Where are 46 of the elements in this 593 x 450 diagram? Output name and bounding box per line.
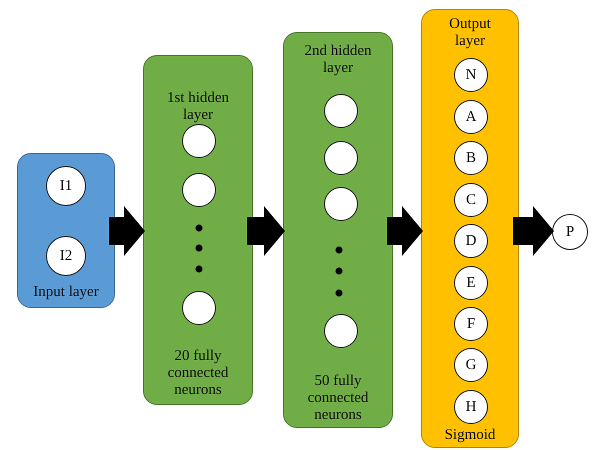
- layer-caption: 50 fully connected neurons: [306, 373, 370, 424]
- neuron-circle: [454, 266, 488, 300]
- layer-title: 2nd hidden layer: [303, 43, 373, 77]
- neuron-circle: [454, 141, 488, 175]
- neuron-label: N: [466, 66, 476, 84]
- neuron-circle: [454, 100, 488, 134]
- layer-panel: [17, 153, 115, 308]
- neuron-label: H: [466, 398, 476, 416]
- layer-panel: [143, 55, 253, 405]
- block-arrow: [387, 206, 423, 256]
- neuron-label: G: [466, 356, 476, 374]
- block-arrow: [513, 206, 554, 256]
- block-arrow: [109, 206, 145, 256]
- layer-caption: 20 fully connected neurons: [166, 348, 230, 399]
- neuron-circle: [324, 187, 358, 221]
- layer-title: Input layer: [32, 284, 100, 301]
- neuron-circle: [454, 183, 488, 217]
- layer-title: 1st hidden layer: [166, 90, 230, 124]
- neuron-circle: [46, 236, 86, 276]
- layer-title: Output layer: [448, 16, 492, 50]
- neuron-label: F: [466, 316, 476, 332]
- neuron-circle: [46, 166, 86, 206]
- neuron-label: C: [466, 192, 476, 208]
- block-arrow: [247, 206, 285, 256]
- neuron-circle: [454, 224, 488, 258]
- layer-panel: [283, 32, 393, 428]
- neuron-label: D: [466, 232, 476, 250]
- neuron-circle: [454, 390, 488, 424]
- neuron-label: E: [466, 274, 476, 292]
- neuron-label: I2: [60, 248, 72, 264]
- layer-panel: [421, 9, 519, 448]
- neuron-circle: [552, 214, 588, 250]
- neuron-label: B: [466, 150, 476, 166]
- neuron-circle: [182, 291, 216, 325]
- neuron-circle: [182, 173, 216, 207]
- neuron-circle: [324, 141, 358, 175]
- neuron-circle: [454, 307, 488, 341]
- neuron-circle: [454, 58, 488, 92]
- neuron-label: P: [566, 224, 574, 240]
- neuron-circle: [324, 314, 358, 348]
- layer-caption: Sigmoid: [444, 427, 496, 444]
- neuron-label: A: [466, 108, 476, 126]
- neuron-circle: [454, 348, 488, 382]
- neuron-circle: [324, 94, 358, 128]
- neuron-circle: [182, 124, 216, 158]
- neuron-label: I1: [60, 178, 72, 194]
